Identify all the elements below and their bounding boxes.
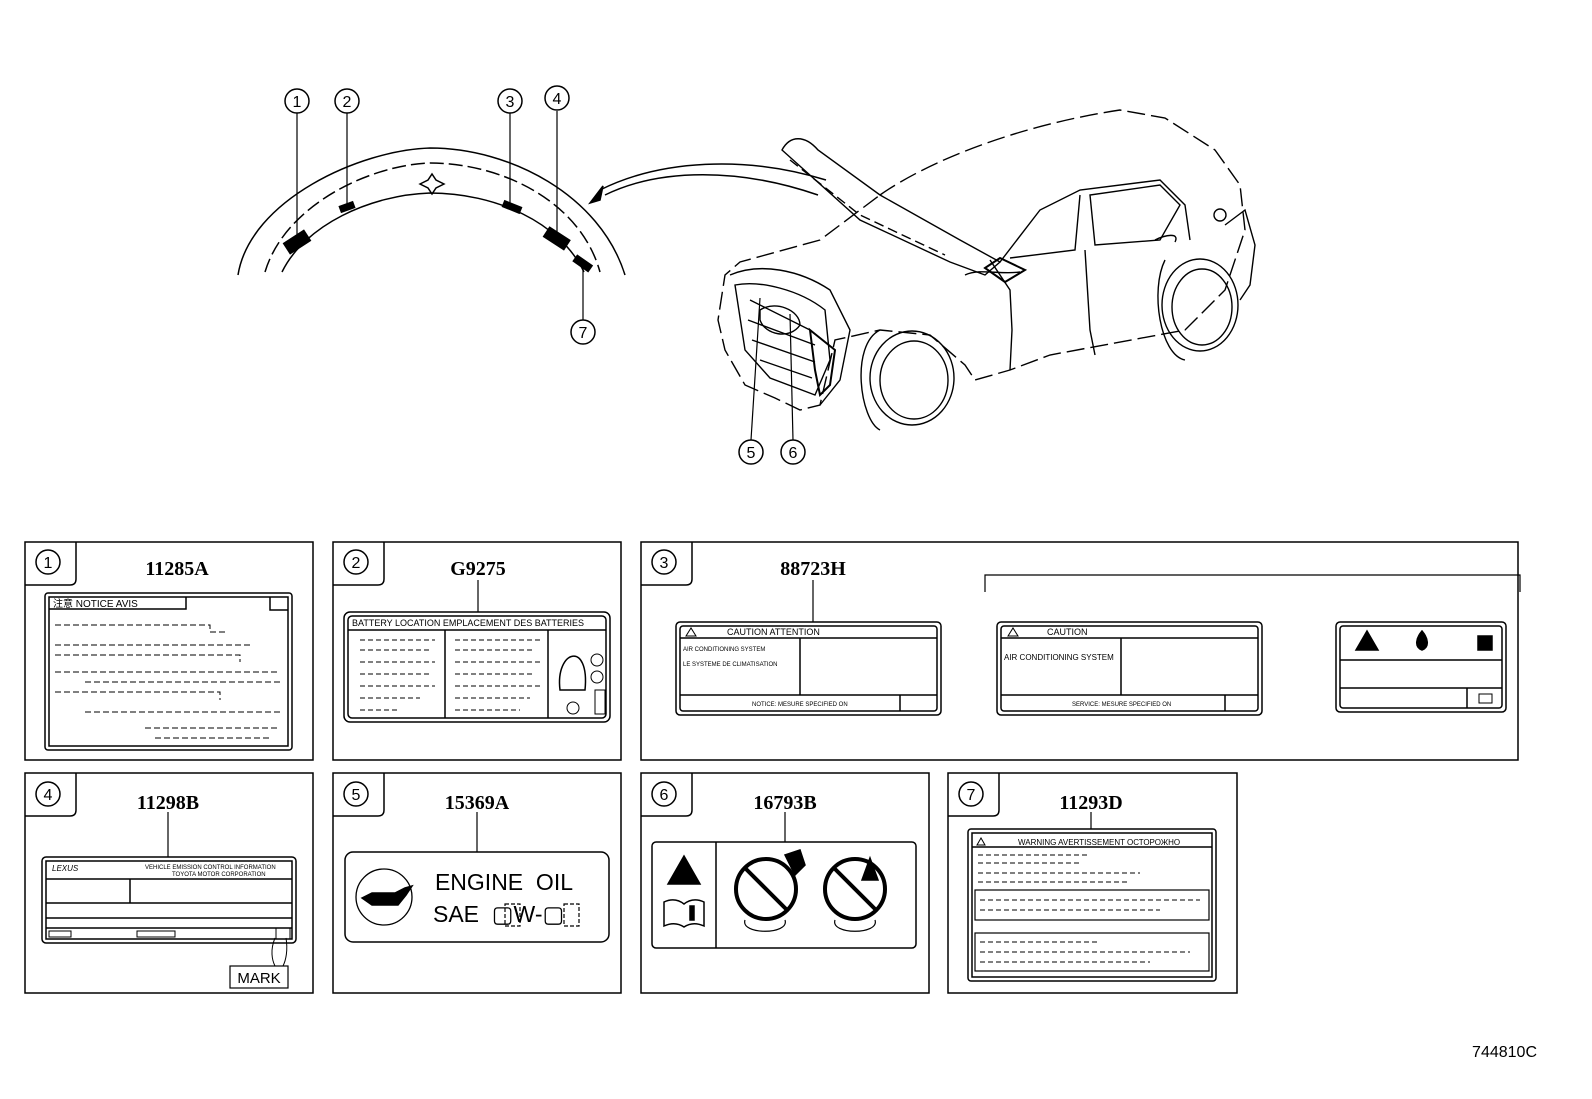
callout-3-number: 3: [506, 94, 515, 111]
callout-1-number: 1: [293, 94, 302, 111]
warning-triangle-icon-3: [666, 854, 702, 885]
person-icon: [1477, 635, 1493, 651]
panel-6-number: 6: [660, 787, 669, 804]
callout-5-number: 5: [747, 445, 756, 462]
panel-6: [640, 772, 930, 994]
sae-text: SAE ▢W-▢: [433, 901, 564, 927]
part-number-2: G9275: [450, 558, 506, 580]
mark-label: MARK: [237, 970, 280, 987]
label-3a-footer: NOTICE: MESURE SPECIFIED ON: [752, 702, 848, 708]
hood-detail: [237, 111, 626, 320]
panel-2: [332, 541, 622, 761]
vehicle-illustration: [717, 109, 1256, 441]
oil-can-icon: [360, 884, 414, 906]
panel-7: [947, 772, 1238, 994]
panel-1: [24, 541, 314, 761]
label-2-header: BATTERY LOCATION EMPLACEMENT DES BATTERI…: [352, 618, 584, 628]
callout-7-number: 7: [579, 325, 588, 342]
panel-3: [640, 541, 1521, 761]
book-info-icon: [663, 899, 705, 928]
label-1-header: 注意 NOTICE AVIS: [53, 597, 138, 610]
label-3b-footer: SERVICE: MESURE SPECIFIED ON: [1072, 702, 1171, 708]
callout-4: [544, 85, 570, 111]
part-number-4: 11298B: [137, 792, 199, 814]
part-number-5: 15369A: [445, 792, 510, 814]
label-3a-line1: AIR CONDITIONING SYSTEM: [683, 647, 765, 653]
callout-2-number: 2: [343, 94, 352, 111]
label-3a-line2: LE SYSTEME DE CLIMATISATION: [683, 662, 777, 668]
panel-5: [332, 772, 622, 994]
panel-1-number: 1: [44, 555, 53, 572]
no-spark-icon: [734, 849, 806, 932]
pointer-arrow: [587, 163, 827, 205]
callout-7: [570, 319, 596, 345]
callout-2: [334, 88, 360, 114]
part-number-6: 16793B: [753, 792, 816, 814]
callout-3: [497, 88, 523, 114]
fire-icon: [1416, 629, 1428, 651]
diagram-id: 744810C: [1472, 1044, 1537, 1061]
label-4-sub: TOYOTA MOTOR CORPORATION: [172, 872, 266, 878]
part-number-7: 11293D: [1059, 792, 1122, 814]
panel-4: [24, 772, 314, 994]
panel-7-number: 7: [967, 787, 976, 804]
callout-4-number: 4: [553, 91, 562, 108]
part-number-1: 11285A: [145, 558, 209, 580]
label-7-header: WARNING AVERTISSEMENT ОСТОРОЖНО: [1018, 838, 1180, 847]
panel-2-number: 2: [352, 555, 361, 572]
part-number-3: 88723H: [780, 558, 846, 580]
callout-1: [284, 88, 310, 114]
label-4-brand: LEXUS: [52, 864, 79, 873]
panel-3-number: 3: [660, 555, 669, 572]
hood-ornament-icon: [418, 172, 446, 196]
callout-6-number: 6: [789, 445, 798, 462]
panel-5-number: 5: [352, 787, 361, 804]
panel-4-number: 4: [44, 787, 53, 804]
label-3b-line: AIR CONDITIONING SYSTEM: [1004, 653, 1114, 662]
engine-oil-text: ENGINE OIL: [435, 869, 573, 895]
label-3b-header: CAUTION: [1047, 627, 1088, 637]
warning-triangle-icon-2: [1354, 629, 1380, 651]
label-3a-header: CAUTION ATTENTION: [727, 627, 820, 637]
label-4-header: VEHICLE EMISSION CONTROL INFORMATION: [145, 865, 276, 871]
no-flame-icon: [823, 855, 887, 932]
warning-triangle-icon: [685, 627, 697, 637]
